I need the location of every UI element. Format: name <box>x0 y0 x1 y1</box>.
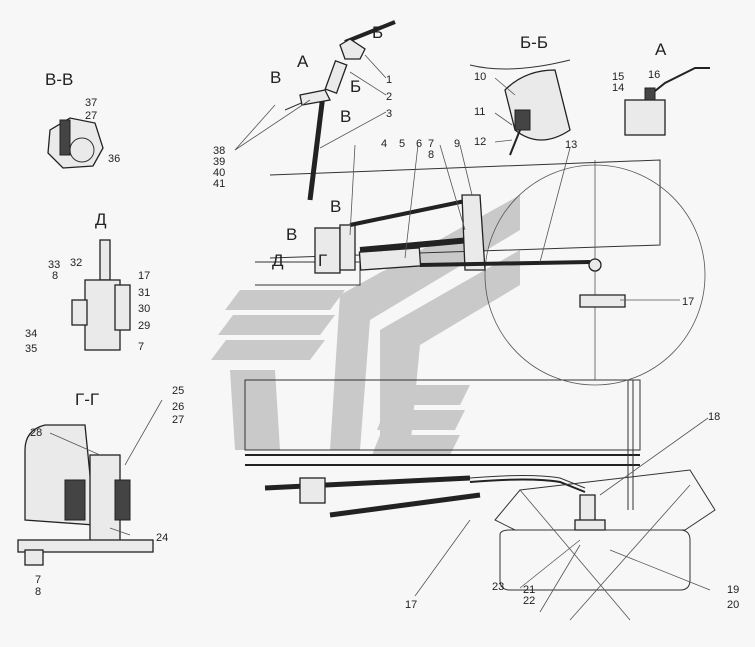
section-title-bb: Б-Б <box>520 33 548 52</box>
label: 5 <box>399 138 405 150</box>
marker-v2: В <box>340 107 351 126</box>
label: 13 <box>565 139 577 151</box>
label: 28 <box>30 427 42 439</box>
section-bb <box>469 59 571 156</box>
label: 35 <box>25 343 37 355</box>
steering-column <box>284 20 396 201</box>
label: 40 <box>213 167 225 179</box>
marker-v4: В <box>286 225 297 244</box>
label: 22 <box>523 595 535 607</box>
label: 16 <box>648 69 660 81</box>
label: 17 <box>405 599 417 611</box>
wheel <box>494 469 716 621</box>
label: 41 <box>213 178 225 190</box>
section-title-vv: В-В <box>45 70 73 89</box>
label: 6 <box>416 138 422 150</box>
label: 31 <box>138 287 150 299</box>
label: 38 <box>213 145 225 157</box>
label: 8 <box>52 270 58 282</box>
label: 21 <box>523 584 535 596</box>
label: 18 <box>708 411 720 423</box>
section-title-a: А <box>655 40 667 59</box>
label: 17 <box>138 270 150 282</box>
section-title-d: Д <box>95 210 107 229</box>
label: 7 <box>35 574 41 586</box>
label: 29 <box>138 320 150 332</box>
label: 33 <box>48 259 60 271</box>
label: 37 <box>85 97 97 109</box>
section-vv <box>47 117 104 169</box>
label: 19 <box>727 584 739 596</box>
section-d <box>71 239 131 351</box>
label: 36 <box>108 153 120 165</box>
label: 34 <box>25 328 37 340</box>
marker-b-side: Б <box>350 77 361 96</box>
label: 26 <box>172 401 184 413</box>
label: 1 <box>386 74 392 86</box>
label: 27 <box>172 414 184 426</box>
label: 12 <box>474 136 486 148</box>
section-a <box>624 67 710 136</box>
label: 4 <box>381 138 387 150</box>
steering-linkage <box>264 194 626 531</box>
label: 25 <box>172 385 184 397</box>
label: 2 <box>386 91 392 103</box>
section-title-gg: Г-Г <box>75 390 99 409</box>
label: 8 <box>428 149 434 161</box>
label: 7 <box>428 138 434 150</box>
label: 23 <box>492 581 504 593</box>
label: 7 <box>138 341 144 353</box>
label: 3 <box>386 108 392 120</box>
leader-lines <box>49 54 711 613</box>
marker-b-top: Б <box>372 23 383 42</box>
section-gg <box>17 424 154 566</box>
label: 11 <box>474 106 485 118</box>
label: 27 <box>85 110 97 122</box>
label: 32 <box>70 257 82 269</box>
label: 15 <box>612 71 624 83</box>
label: 8 <box>35 586 41 598</box>
label: 10 <box>474 71 486 83</box>
label: 20 <box>727 599 739 611</box>
marker-v3: В <box>330 197 341 216</box>
label: 39 <box>213 156 225 168</box>
marker-g: Г <box>318 251 327 270</box>
part-numbers: 1 2 3 38 39 40 41 4 5 6 7 8 9 10 11 12 1… <box>25 69 739 611</box>
label: 17 <box>682 296 694 308</box>
marker-d: Д <box>272 251 284 270</box>
marker-a: А <box>297 52 309 71</box>
detail-circle <box>484 164 706 386</box>
label: 14 <box>612 82 624 94</box>
label: 30 <box>138 303 150 315</box>
label: 24 <box>156 532 168 544</box>
marker-v1: В <box>270 68 281 87</box>
label: 9 <box>454 138 460 150</box>
